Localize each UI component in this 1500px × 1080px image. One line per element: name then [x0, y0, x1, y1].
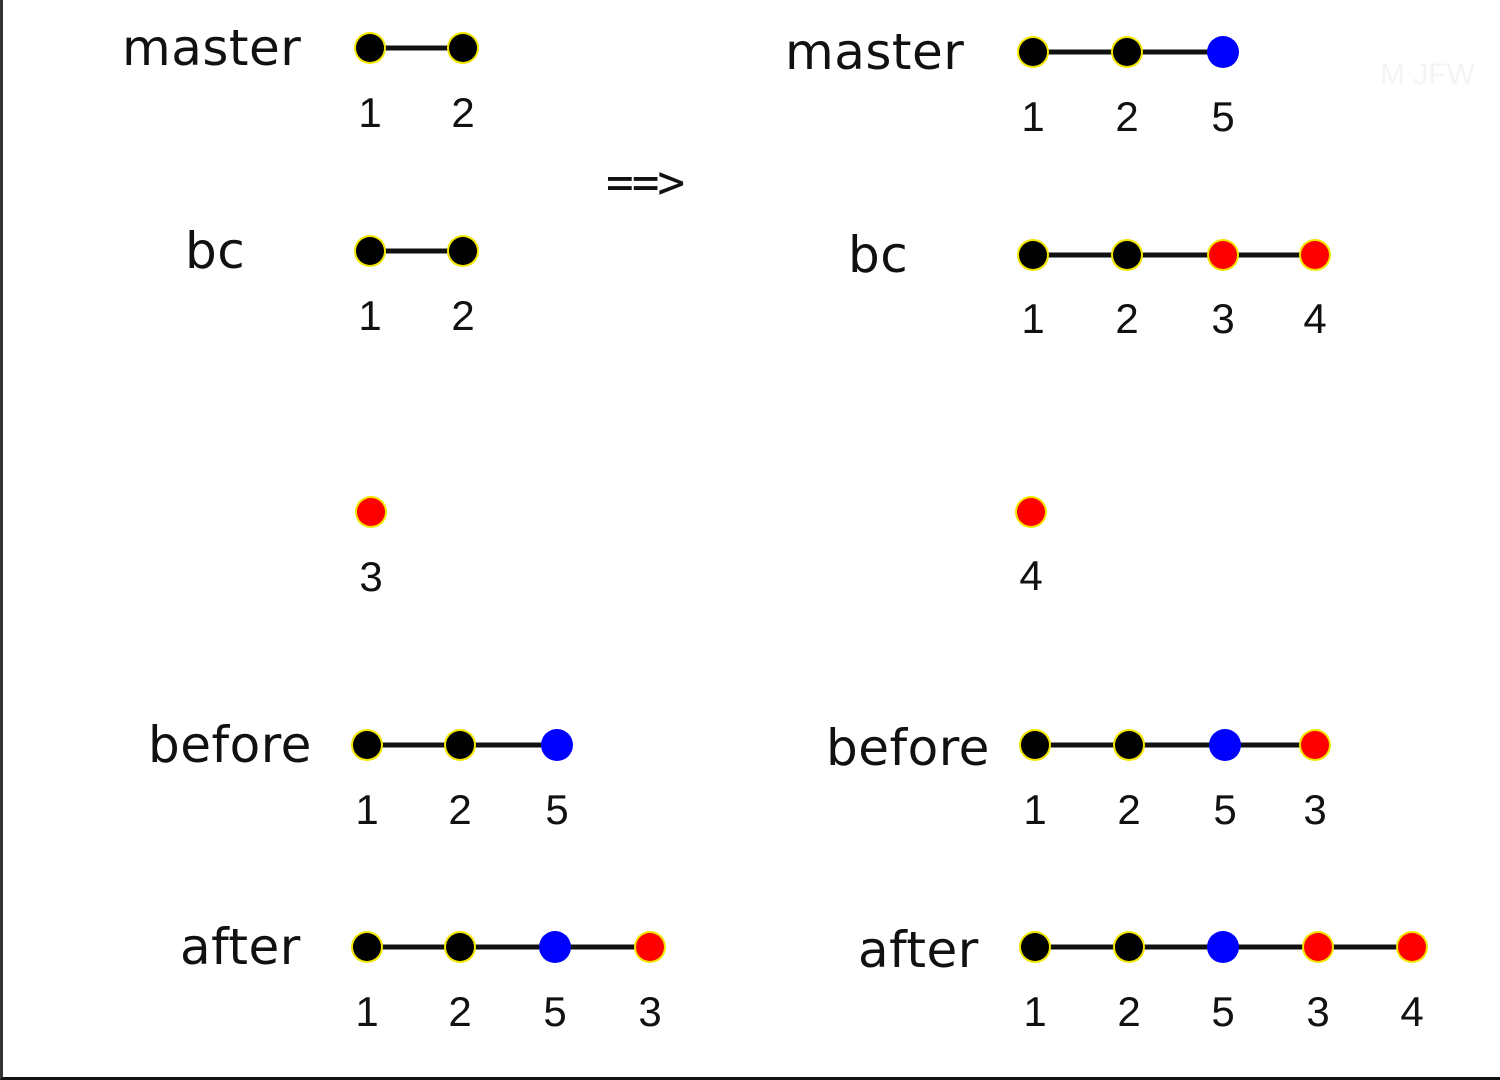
right-after-commit-node-5: [1207, 931, 1239, 963]
left-after-commit-node-5: [539, 931, 571, 963]
left-after-commit-label-2: 2: [448, 988, 472, 1035]
left-branch-label-after: after: [180, 918, 301, 976]
left-after-commit-node-2: [446, 933, 474, 961]
right-bc-edge: [1127, 252, 1223, 258]
left-after-commit-node-1: [353, 933, 381, 961]
right-bc-commit-label-1: 1: [1021, 295, 1045, 342]
right-after-commit-node-3: [1304, 933, 1332, 961]
right-bc-commit-label-4: 4: [1303, 295, 1327, 342]
right-before-commit-node-3: [1301, 731, 1329, 759]
right-branch-label-before: before: [826, 719, 990, 777]
right-bc-edge: [1223, 252, 1315, 258]
right-master-commit-node-2: [1113, 38, 1141, 66]
left-before-edge: [460, 742, 557, 748]
left-before-commit-label-1: 1: [355, 786, 379, 833]
right-before-commit-label-5: 5: [1213, 786, 1237, 833]
right-before-commit-node-5: [1209, 729, 1241, 761]
left-bc-commit-label-1: 1: [358, 292, 382, 339]
left-before-commit-label-5: 5: [545, 786, 569, 833]
right-master-commit-label-5: 5: [1211, 93, 1235, 140]
right-master-edge: [1127, 49, 1223, 55]
left-before-commit-node-5: [541, 729, 573, 761]
right-after-commit-node-1: [1021, 933, 1049, 961]
right-master-commit-node-1: [1019, 38, 1047, 66]
right-bc-edge: [1033, 252, 1127, 258]
left-before-commit-node-1: [353, 731, 381, 759]
left-master-commit-label-2: 2: [451, 89, 475, 136]
right-before-edge: [1225, 742, 1315, 748]
right-before-commit-node-1: [1021, 731, 1049, 759]
right-master-commit-label-1: 1: [1021, 93, 1045, 140]
left-after-commit-label-3: 3: [638, 988, 662, 1035]
left-before-commit-label-2: 2: [448, 786, 472, 833]
watermark: M JFW: [1380, 58, 1475, 91]
left-branch-label-before: before: [148, 716, 312, 774]
right-branch-label-master: master: [785, 23, 965, 81]
left-master-commit-node-2: [449, 34, 477, 62]
right-before-edge: [1129, 742, 1225, 748]
left-branch-label-bc: bc: [185, 222, 246, 280]
left-before-commit-node-2: [446, 731, 474, 759]
left-after-edge: [460, 944, 555, 950]
right-after-commit-label-4: 4: [1400, 988, 1424, 1035]
left-after-commit-label-1: 1: [355, 988, 379, 1035]
right-after-commit-label-3: 3: [1306, 988, 1330, 1035]
right-bc-commit-node-3: [1209, 241, 1237, 269]
right-before-commit-label-2: 2: [1117, 786, 1141, 833]
right-after-commit-label-1: 1: [1023, 988, 1047, 1035]
left-after-commit-node-3: [636, 933, 664, 961]
left-bc-commit-label-2: 2: [451, 292, 475, 339]
right-after-commit-label-2: 2: [1117, 988, 1141, 1035]
right-bc-commit-node-2: [1113, 241, 1141, 269]
left-detached-commit-node-3: [357, 498, 385, 526]
right-before-commit-node-2: [1115, 731, 1143, 759]
right-bc-commit-label-3: 3: [1211, 295, 1235, 342]
left-master-commit-label-1: 1: [358, 89, 382, 136]
left-before-edge: [367, 742, 460, 748]
right-after-edge: [1035, 944, 1129, 950]
left-master-commit-node-1: [356, 34, 384, 62]
right-after-commit-node-2: [1115, 933, 1143, 961]
right-after-edge: [1223, 944, 1318, 950]
left-bc-commit-node-1: [356, 237, 384, 265]
left-after-edge: [555, 944, 650, 950]
right-before-edge: [1035, 742, 1129, 748]
right-after-edge: [1318, 944, 1412, 950]
right-master-commit-label-2: 2: [1115, 93, 1139, 140]
left-branch-label-master: master: [122, 19, 302, 77]
right-detached-commit-node-4: [1017, 498, 1045, 526]
left-bc-edge: [370, 248, 463, 254]
left-detached-commit-label-3: 3: [359, 553, 383, 600]
right-detached-commit-label-4: 4: [1019, 552, 1043, 599]
right-branch-label-bc: bc: [848, 226, 909, 284]
left-bc-commit-node-2: [449, 237, 477, 265]
left-after-edge: [367, 944, 460, 950]
right-master-commit-node-5: [1207, 36, 1239, 68]
left-master-edge: [370, 45, 463, 51]
right-before-commit-label-3: 3: [1303, 786, 1327, 833]
right-master-edge: [1033, 49, 1127, 55]
left-after-commit-label-5: 5: [543, 988, 567, 1035]
right-after-commit-label-5: 5: [1211, 988, 1235, 1035]
right-after-commit-node-4: [1398, 933, 1426, 961]
right-branch-label-after: after: [858, 921, 979, 979]
right-after-edge: [1129, 944, 1223, 950]
transition-arrow: ==>: [606, 155, 685, 209]
right-bc-commit-label-2: 2: [1115, 295, 1139, 342]
right-before-commit-label-1: 1: [1023, 786, 1047, 833]
right-bc-commit-node-4: [1301, 241, 1329, 269]
right-bc-commit-node-1: [1019, 241, 1047, 269]
